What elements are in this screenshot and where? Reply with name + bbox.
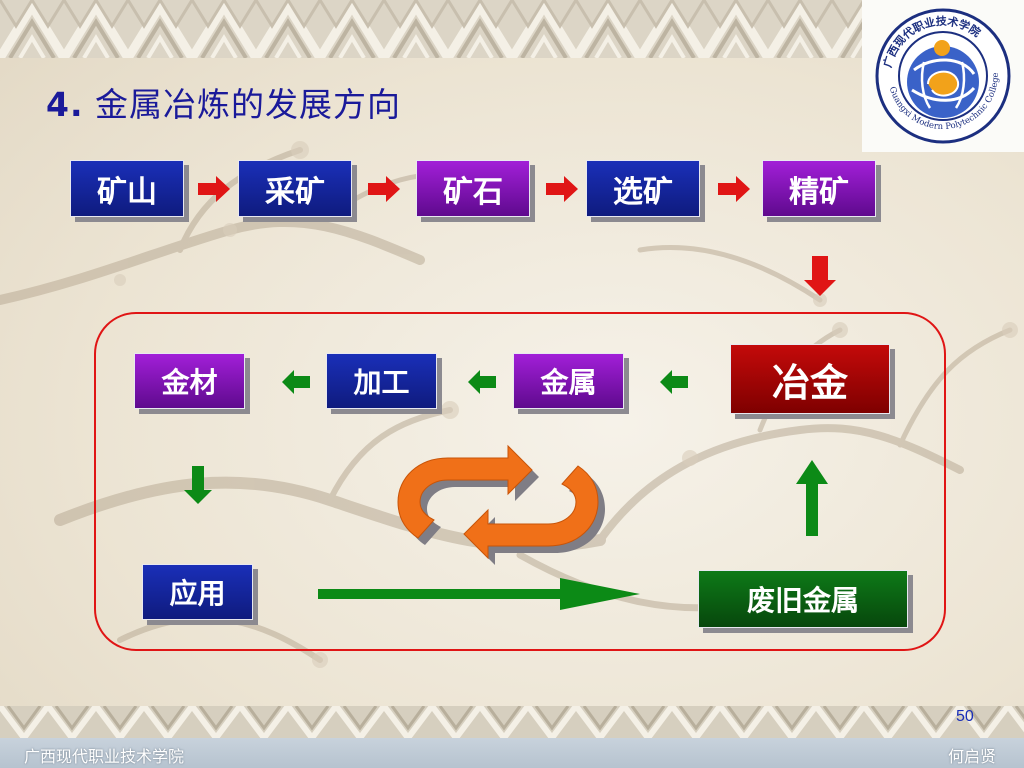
footer-author: 何启贤	[947, 747, 996, 766]
recycle-icon	[397, 444, 605, 565]
footer-bar	[0, 738, 1024, 768]
green-left-arrow-2	[468, 370, 496, 394]
chain-label-mine: 矿山	[97, 174, 157, 210]
green-up-arrow	[796, 460, 828, 536]
chain-label-beneficiation: 选矿	[613, 174, 673, 210]
chain-box-beneficiation: 选矿	[586, 160, 700, 217]
chain-label-mining: 采矿	[265, 174, 325, 210]
material-box: 金材	[134, 353, 245, 409]
page-number: 50	[956, 708, 974, 725]
recycling-loop-frame	[94, 312, 946, 651]
processing-box: 加工	[326, 353, 437, 409]
metal-label: 金属	[540, 366, 597, 399]
chain-label-ore: 矿石	[443, 174, 503, 210]
long-green-arrow	[318, 578, 640, 610]
green-left-arrow-1	[660, 370, 688, 394]
chain-box-concentrate: 精矿	[762, 160, 876, 217]
smelting-box: 冶金	[730, 344, 890, 414]
red-down-arrow	[804, 256, 836, 296]
chain-box-ore: 矿石	[416, 160, 530, 217]
bottom-pattern-border	[0, 706, 1024, 738]
college-logo: 广西现代职业技术学院 Guangxi Modern Polytechnic Co…	[862, 0, 1024, 152]
title-number: 4.	[46, 85, 84, 124]
top-pattern-border	[0, 0, 1024, 58]
red-arrow-3	[546, 176, 578, 202]
application-box: 应用	[142, 564, 253, 620]
material-label: 金材	[161, 366, 218, 399]
scrap-metal-box: 废旧金属	[698, 570, 908, 628]
slide-title: 4. 金属冶炼的发展方向	[46, 78, 401, 126]
green-down-arrow	[184, 466, 212, 504]
scrap-metal-label: 废旧金属	[746, 584, 859, 617]
title-text: 金属冶炼的发展方向	[95, 85, 401, 124]
chain-label-concentrate: 精矿	[789, 174, 849, 210]
metal-box: 金属	[513, 353, 624, 409]
chain-box-mine: 矿山	[70, 160, 184, 217]
green-left-arrow-3	[282, 370, 310, 394]
chain-box-mining: 采矿	[238, 160, 352, 217]
footer-college-name: 广西现代职业技术学院	[24, 747, 185, 766]
red-arrow-2	[368, 176, 400, 202]
processing-label: 加工	[353, 366, 410, 399]
red-arrow-4	[718, 176, 750, 202]
smelting-label: 冶金	[771, 360, 848, 405]
red-arrow-1	[198, 176, 230, 202]
application-label: 应用	[169, 577, 226, 610]
